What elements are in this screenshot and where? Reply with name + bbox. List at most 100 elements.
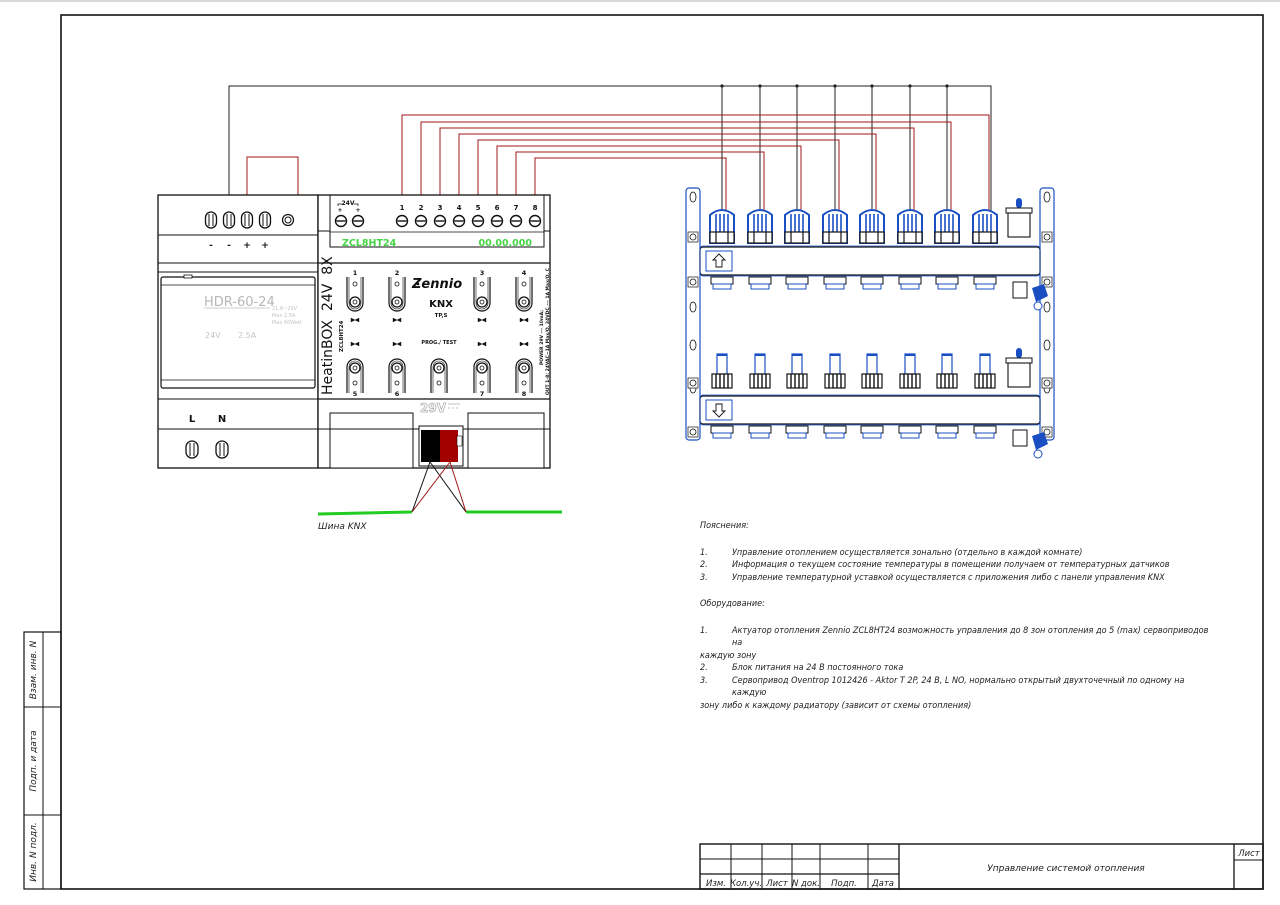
col-signature: Подп. <box>831 879 857 889</box>
knx-bus-connector[interactable] <box>418 425 464 467</box>
side-spec-1: POWER 29V --- 10mA; <box>539 310 545 365</box>
item-text: Актуатор отопления Zennio ZCL8HT24 возмо… <box>732 625 1209 649</box>
item-number: 1. <box>700 547 708 558</box>
channel-button-label: 2 <box>395 269 400 277</box>
stamp-signature-date: Подп. и дата <box>29 730 39 791</box>
channel-terminal-label: 6 <box>495 204 500 212</box>
item-text: Сервопривод Oventrop 1012426 - Aktor T 2… <box>732 675 1185 699</box>
channel-terminal-label: 2 <box>419 204 424 212</box>
channel-button[interactable]: 1 <box>346 269 364 323</box>
channel-button-label: 3 <box>480 269 485 277</box>
wire-channel <box>515 151 765 215</box>
channel-button[interactable]: 7 <box>473 341 491 398</box>
item-text-continued: зону либо к каждому радиатору (зависит о… <box>700 700 972 711</box>
item-number: 2. <box>700 560 708 570</box>
screw-icon <box>1043 278 1051 286</box>
screw-icon <box>689 233 697 241</box>
terminal-screw-icon <box>185 440 199 459</box>
terminal-screw-icon <box>258 211 272 229</box>
explanation-item: 3.Управление температурной уставкой осущ… <box>700 572 1220 585</box>
title-block: Изм. Кол.уч. Лист N док. Подп. Дата Упра… <box>699 843 1264 890</box>
terminal-screw-icon <box>509 214 523 228</box>
channel-button[interactable] <box>430 358 448 393</box>
explanation-item: 2. Информация о текущем состояние темпера… <box>700 559 1220 572</box>
screw-icon <box>689 428 697 436</box>
wire-channel <box>496 145 802 215</box>
led-icon <box>352 380 358 386</box>
channel-button[interactable]: 6 <box>388 341 406 398</box>
ps-term-label: - <box>227 241 231 251</box>
model-code: ZCL8HT24 <box>342 238 397 249</box>
led-arrow-icon <box>350 317 360 323</box>
led-arrow-icon <box>477 341 487 347</box>
led-icon <box>394 281 400 287</box>
channel-button[interactable]: 4 <box>515 269 533 323</box>
notes-section: Пояснения: 1.Управление отоплением осуще… <box>700 520 1220 712</box>
explanation-item: 1. Управление отоплением осуществляется з… <box>700 547 1220 560</box>
equipment-item: 2.Блок питания на 24 В постоянного тока <box>700 662 1220 675</box>
slot-icon <box>689 339 697 351</box>
down-arrow-icon <box>711 403 727 418</box>
terminal-screw-icon <box>528 214 542 228</box>
channel-button[interactable]: 2 <box>388 269 406 323</box>
wire-channel <box>401 114 990 215</box>
manifold-pipe <box>699 246 1041 276</box>
terminal-screw-icon <box>215 440 229 459</box>
screw-icon <box>689 379 697 387</box>
channel-button[interactable]: 5 <box>346 341 364 398</box>
led-icon <box>394 380 400 386</box>
led-arrow-icon <box>519 317 529 323</box>
drain-valve <box>1012 281 1048 311</box>
slot-icon <box>1043 191 1051 203</box>
channel-button-label: 8 <box>522 390 527 398</box>
ps-input-N: N <box>218 414 226 425</box>
item-number: 1. <box>700 625 708 636</box>
wire-channel <box>420 121 952 215</box>
item-text: Управление отоплением осуществляется зон… <box>732 547 1083 558</box>
wiring <box>228 84 992 215</box>
channel-button[interactable]: 8 <box>515 341 533 398</box>
junction-dot <box>758 84 762 88</box>
flow-meter <box>860 353 884 439</box>
ps-term-label: + <box>261 241 269 251</box>
ps-output-terminals: - - + + <box>204 211 295 251</box>
servo-actuator-head <box>709 209 735 290</box>
flow-meter <box>935 353 959 439</box>
top-edge <box>0 0 1280 2</box>
terminal-screw-icon <box>240 211 254 229</box>
knx-bus: Шина KNX <box>317 461 562 532</box>
manifold-pipe <box>699 395 1041 425</box>
channel-button[interactable]: 3 <box>473 269 491 323</box>
col-qty: Кол.уч. <box>730 879 762 889</box>
air-vent <box>1005 348 1033 388</box>
mounting-bracket <box>685 187 701 441</box>
servo-actuator-head <box>822 209 848 290</box>
item-text-continued: каждую зону <box>700 650 757 661</box>
item-text: Информация о текущем состояние температу… <box>732 560 1170 570</box>
ps-current: 2.5A <box>238 331 257 340</box>
terminal-screw-icon <box>395 214 409 228</box>
up-arrow-icon <box>711 253 727 268</box>
bus-voltage: 29V <box>420 401 447 415</box>
wire-supply <box>246 156 299 195</box>
wire-channel <box>439 127 915 215</box>
item-number: 3. <box>700 572 708 583</box>
product-code: ZCL8HT24 <box>339 320 345 352</box>
ps-spec: Max 2.5A <box>272 313 296 319</box>
flow-meter <box>898 353 922 439</box>
slot-icon <box>689 301 697 313</box>
slot-icon <box>1043 301 1051 313</box>
equipment-item: 3.Сервопривод Oventrop 1012426 - Aktor T… <box>700 675 1220 700</box>
led-arrow-icon <box>477 317 487 323</box>
ps-model: HDR-60-24 <box>204 295 275 310</box>
ps-term-label: - <box>209 241 213 251</box>
stamp-original-inv: Инв. N подл. <box>29 822 39 881</box>
channel-terminal-label: 7 <box>514 204 519 212</box>
led-icon <box>479 380 485 386</box>
led-icon <box>436 380 442 386</box>
drawing-frame <box>60 14 1264 890</box>
terminal-screw-icon <box>334 214 348 228</box>
channel-terminal-label: 3 <box>438 204 443 212</box>
zennio-logo: Zennio <box>411 277 462 292</box>
